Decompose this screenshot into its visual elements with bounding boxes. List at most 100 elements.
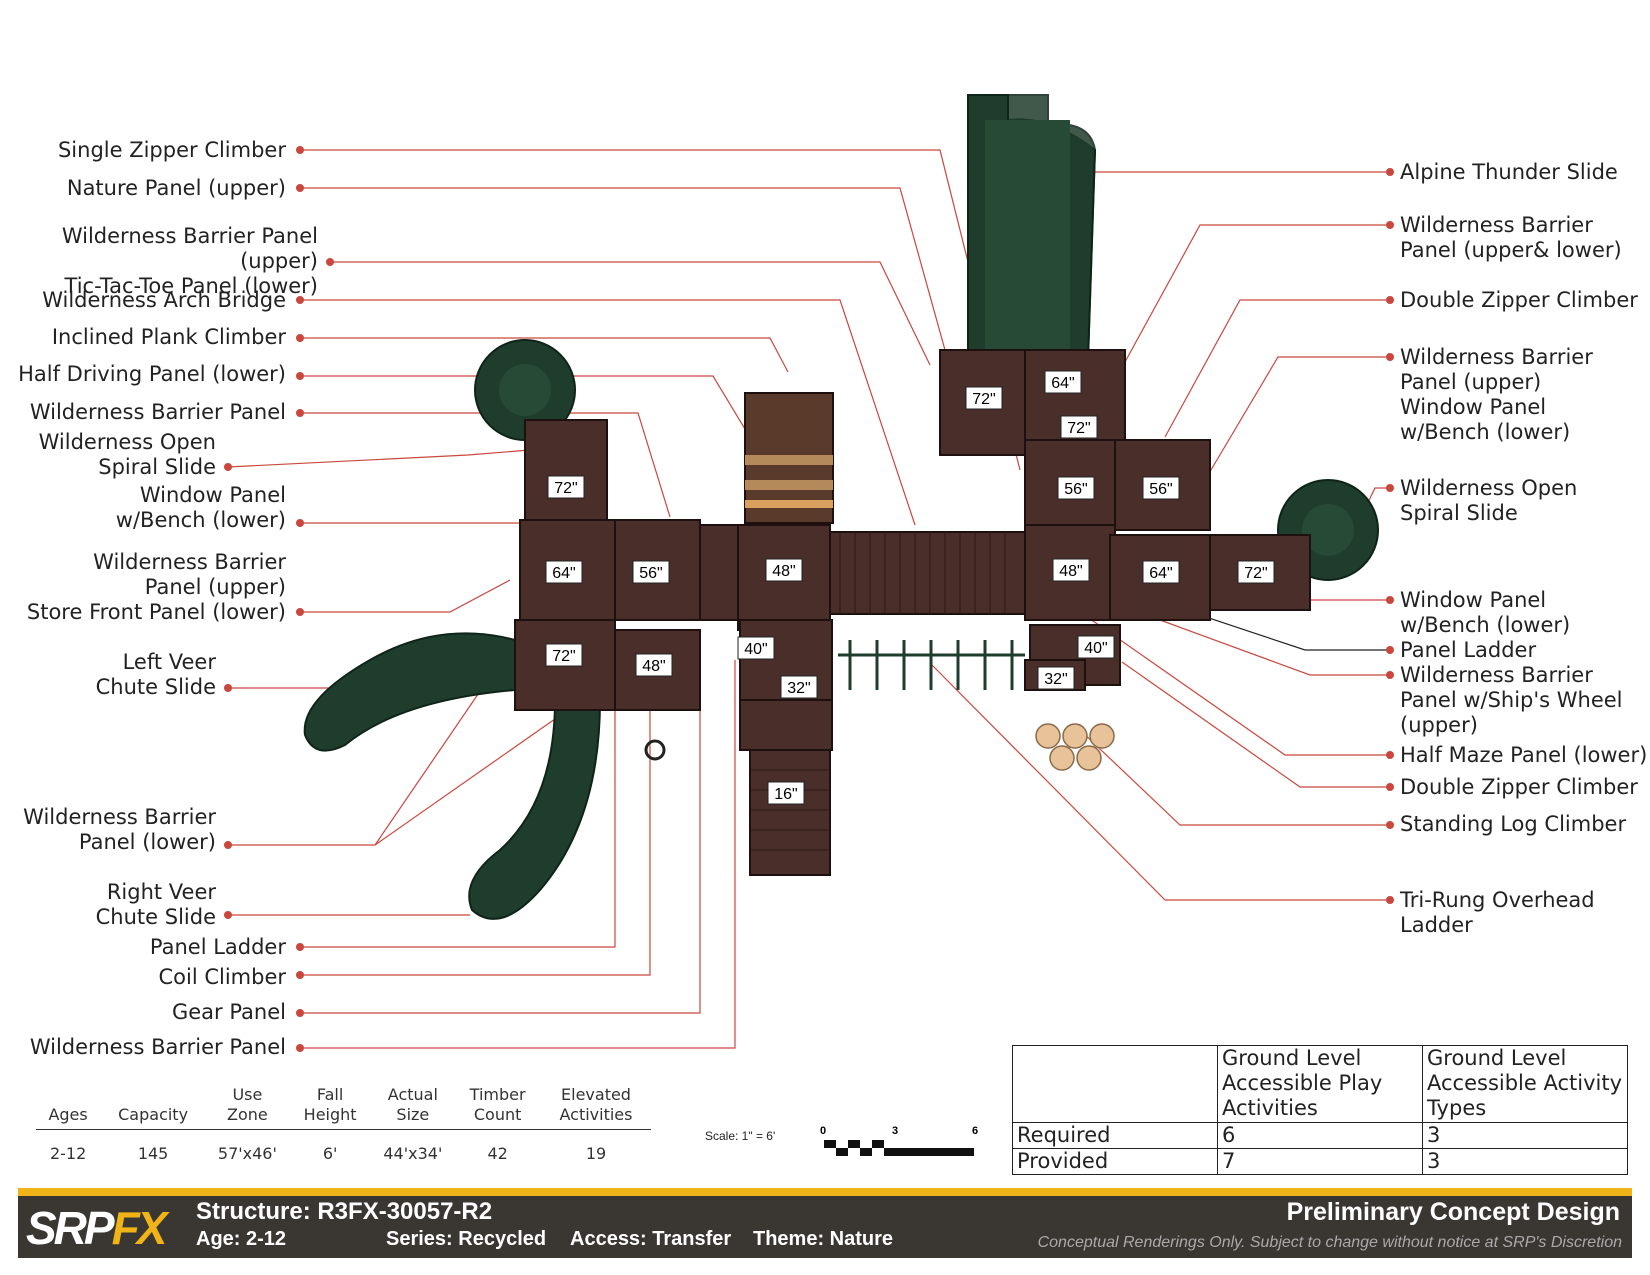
callout-wilderness-barrier-ships-wheel: Wilderness Barrier Panel w/Ship's Wheel …	[1400, 663, 1623, 737]
deck-height-box	[1142, 476, 1180, 500]
structure-id: Structure: R3FX-30057-R2	[196, 1198, 493, 1225]
srpfx-logo: SRPFX	[26, 1202, 168, 1254]
stats-value: 44'x34'	[383, 1144, 443, 1163]
stats-value-row: 2-12 145 57'x46' 6' 44'x34' 42 19	[36, 1130, 651, 1165]
deck-height-label: 16"	[774, 786, 797, 803]
stats-value: 2-12	[49, 1144, 87, 1163]
callout-window-panel-bench-left: Window Panel w/Bench (lower)	[115, 483, 286, 532]
callout-tri-rung-overhead-ladder: Tri-Rung Overhead Ladder	[1400, 888, 1595, 937]
access-label: Access: Transfer	[570, 1228, 732, 1250]
access-row-label: Provided	[1012, 1148, 1218, 1175]
slides	[303, 94, 1379, 920]
callout-double-zipper-climber-1: Double Zipper Climber	[1400, 288, 1638, 312]
slide-inner	[499, 120, 1354, 556]
deck-height-label: 72"	[1244, 565, 1267, 582]
callout-panel-ladder-left: Panel Ladder	[149, 935, 286, 959]
deck-height-box	[545, 560, 583, 584]
stats-header: Timber Count	[454, 1085, 541, 1130]
callout-wilderness-arch-bridge: Wilderness Arch Bridge	[42, 288, 286, 312]
deck-height-box	[765, 558, 803, 582]
callout-wilderness-barrier-upper-lower: Wilderness Barrier Panel (upper& lower)	[1400, 213, 1622, 262]
theme-label: Theme: Nature	[753, 1228, 894, 1250]
stats-header-row: Ages Capacity Use Zone Fall Height Actua…	[36, 1085, 651, 1130]
deck-height-box	[780, 675, 818, 699]
callout-alpine-thunder-slide: Alpine Thunder Slide	[1400, 160, 1618, 184]
access-header-types: Ground Level Accessible Activity Types	[1422, 1045, 1628, 1123]
age-label: Age: 2-12	[196, 1228, 287, 1250]
deck-height-label: 72"	[552, 648, 575, 665]
callout-wilderness-open-spiral-slide-left: Wilderness Open Spiral Slide	[38, 430, 216, 479]
callout-double-zipper-climber-2: Double Zipper Climber	[1400, 775, 1638, 799]
disclaimer: Conceptual Renderings Only. Subject to c…	[1037, 1234, 1622, 1251]
callout-inclined-plank-climber: Inclined Plank Climber	[51, 325, 286, 349]
footer-bar: SRPFX Structure: R3FX-30057-R2 Age: 2-12…	[18, 1188, 1632, 1258]
scale-label: Scale: 1" = 6'	[705, 1129, 776, 1143]
callout-standing-log-climber: Standing Log Climber	[1400, 812, 1627, 836]
callout-half-driving-panel: Half Driving Panel (lower)	[18, 362, 286, 386]
deck-height-label: 56"	[639, 565, 662, 582]
access-row-label: Required	[1012, 1122, 1218, 1149]
stats-value: 42	[487, 1144, 508, 1163]
deck-height-label: 40"	[1084, 640, 1107, 657]
deck-height-label: 64"	[1051, 375, 1074, 392]
specifications-table: Ages Capacity Use Zone Fall Height Actua…	[36, 1085, 651, 1164]
callout-wilderness-barrier-tic-tac-toe: Wilderness Barrier Panel (upper) Tic-Tac…	[61, 224, 318, 298]
stats-value: 57'x46'	[217, 1144, 277, 1163]
access-value: 6	[1217, 1122, 1423, 1149]
inclined-plank-climber-shape	[744, 392, 834, 524]
deck-height-box	[1057, 476, 1095, 500]
stats-header: Capacity	[100, 1085, 206, 1130]
callout-nature-panel: Nature Panel (upper)	[66, 176, 286, 200]
callout-single-zipper-climber: Single Zipper Climber	[57, 138, 286, 162]
scale-tick: 6	[972, 1125, 978, 1137]
scale-bar: 0 3 6	[820, 1125, 978, 1156]
decks	[514, 349, 1311, 876]
access-value: 3	[1422, 1148, 1628, 1175]
stats-value: 145	[137, 1144, 169, 1163]
leader-dots	[224, 146, 1394, 1052]
stats-value: 6'	[322, 1144, 338, 1163]
logo-srp: SRP	[26, 1202, 115, 1254]
deck-height-label: 64"	[552, 565, 575, 582]
deck-height-box	[547, 475, 585, 499]
deck-height-box	[545, 643, 583, 667]
deck-height-box	[1044, 370, 1082, 394]
deck-height-box	[1060, 415, 1098, 439]
deck-height-box	[1037, 666, 1075, 690]
callout-wilderness-barrier-window-bench: Wilderness Barrier Panel (upper) Window …	[1400, 345, 1593, 444]
deck-height-box	[965, 386, 1003, 410]
deck-height-labels: 72"72"64"56"56"72"64"56"48"48"64"72"72"4…	[545, 370, 1275, 805]
deck-height-label: 32"	[1044, 671, 1067, 688]
deck-height-box	[632, 560, 670, 584]
callout-wilderness-barrier-panel-1: Wilderness Barrier Panel	[29, 400, 286, 424]
deck-height-label: 72"	[972, 391, 995, 408]
access-value: 3	[1422, 1122, 1628, 1149]
deck-height-label: 64"	[1149, 565, 1172, 582]
callout-wilderness-barrier-panel-2: Wilderness Barrier Panel	[29, 1035, 286, 1059]
callout-wilderness-barrier-lower: Wilderness Barrier Panel (lower)	[23, 805, 216, 854]
deck-height-box	[1077, 635, 1115, 659]
deck-height-label: 56"	[1064, 481, 1087, 498]
deck-height-box	[1142, 560, 1180, 584]
logo-fx: FX	[111, 1202, 168, 1254]
deck-height-label: 32"	[787, 680, 810, 697]
stats-value: 19	[585, 1144, 607, 1163]
stats-header: Actual Size	[371, 1085, 455, 1130]
callout-right-veer-chute-slide: Right Veer Chute Slide	[95, 880, 216, 929]
callout-wilderness-open-spiral-slide-right: Wilderness Open Spiral Slide	[1400, 476, 1578, 525]
callout-left-veer-chute-slide: Left Veer Chute Slide	[95, 650, 216, 699]
deck-height-box	[1052, 558, 1090, 582]
callout-half-maze-panel: Half Maze Panel (lower)	[1400, 743, 1648, 767]
deck-height-label: 72"	[1067, 420, 1090, 437]
deck-height-label: 48"	[772, 563, 795, 580]
deck-height-box	[767, 781, 805, 805]
tri-rung-overhead-ladder-shape	[838, 640, 1025, 690]
standing-log-climber-shape	[1035, 723, 1115, 771]
callout-window-panel-bench-right: Window Panel w/Bench (lower)	[1400, 588, 1571, 637]
deck-height-label: 56"	[1149, 481, 1172, 498]
left-veer-slide-shape	[303, 632, 516, 752]
deck-height-label: 40"	[744, 641, 767, 658]
callout-gear-panel: Gear Panel	[171, 1000, 286, 1024]
deck-height-label: 48"	[1059, 563, 1082, 580]
